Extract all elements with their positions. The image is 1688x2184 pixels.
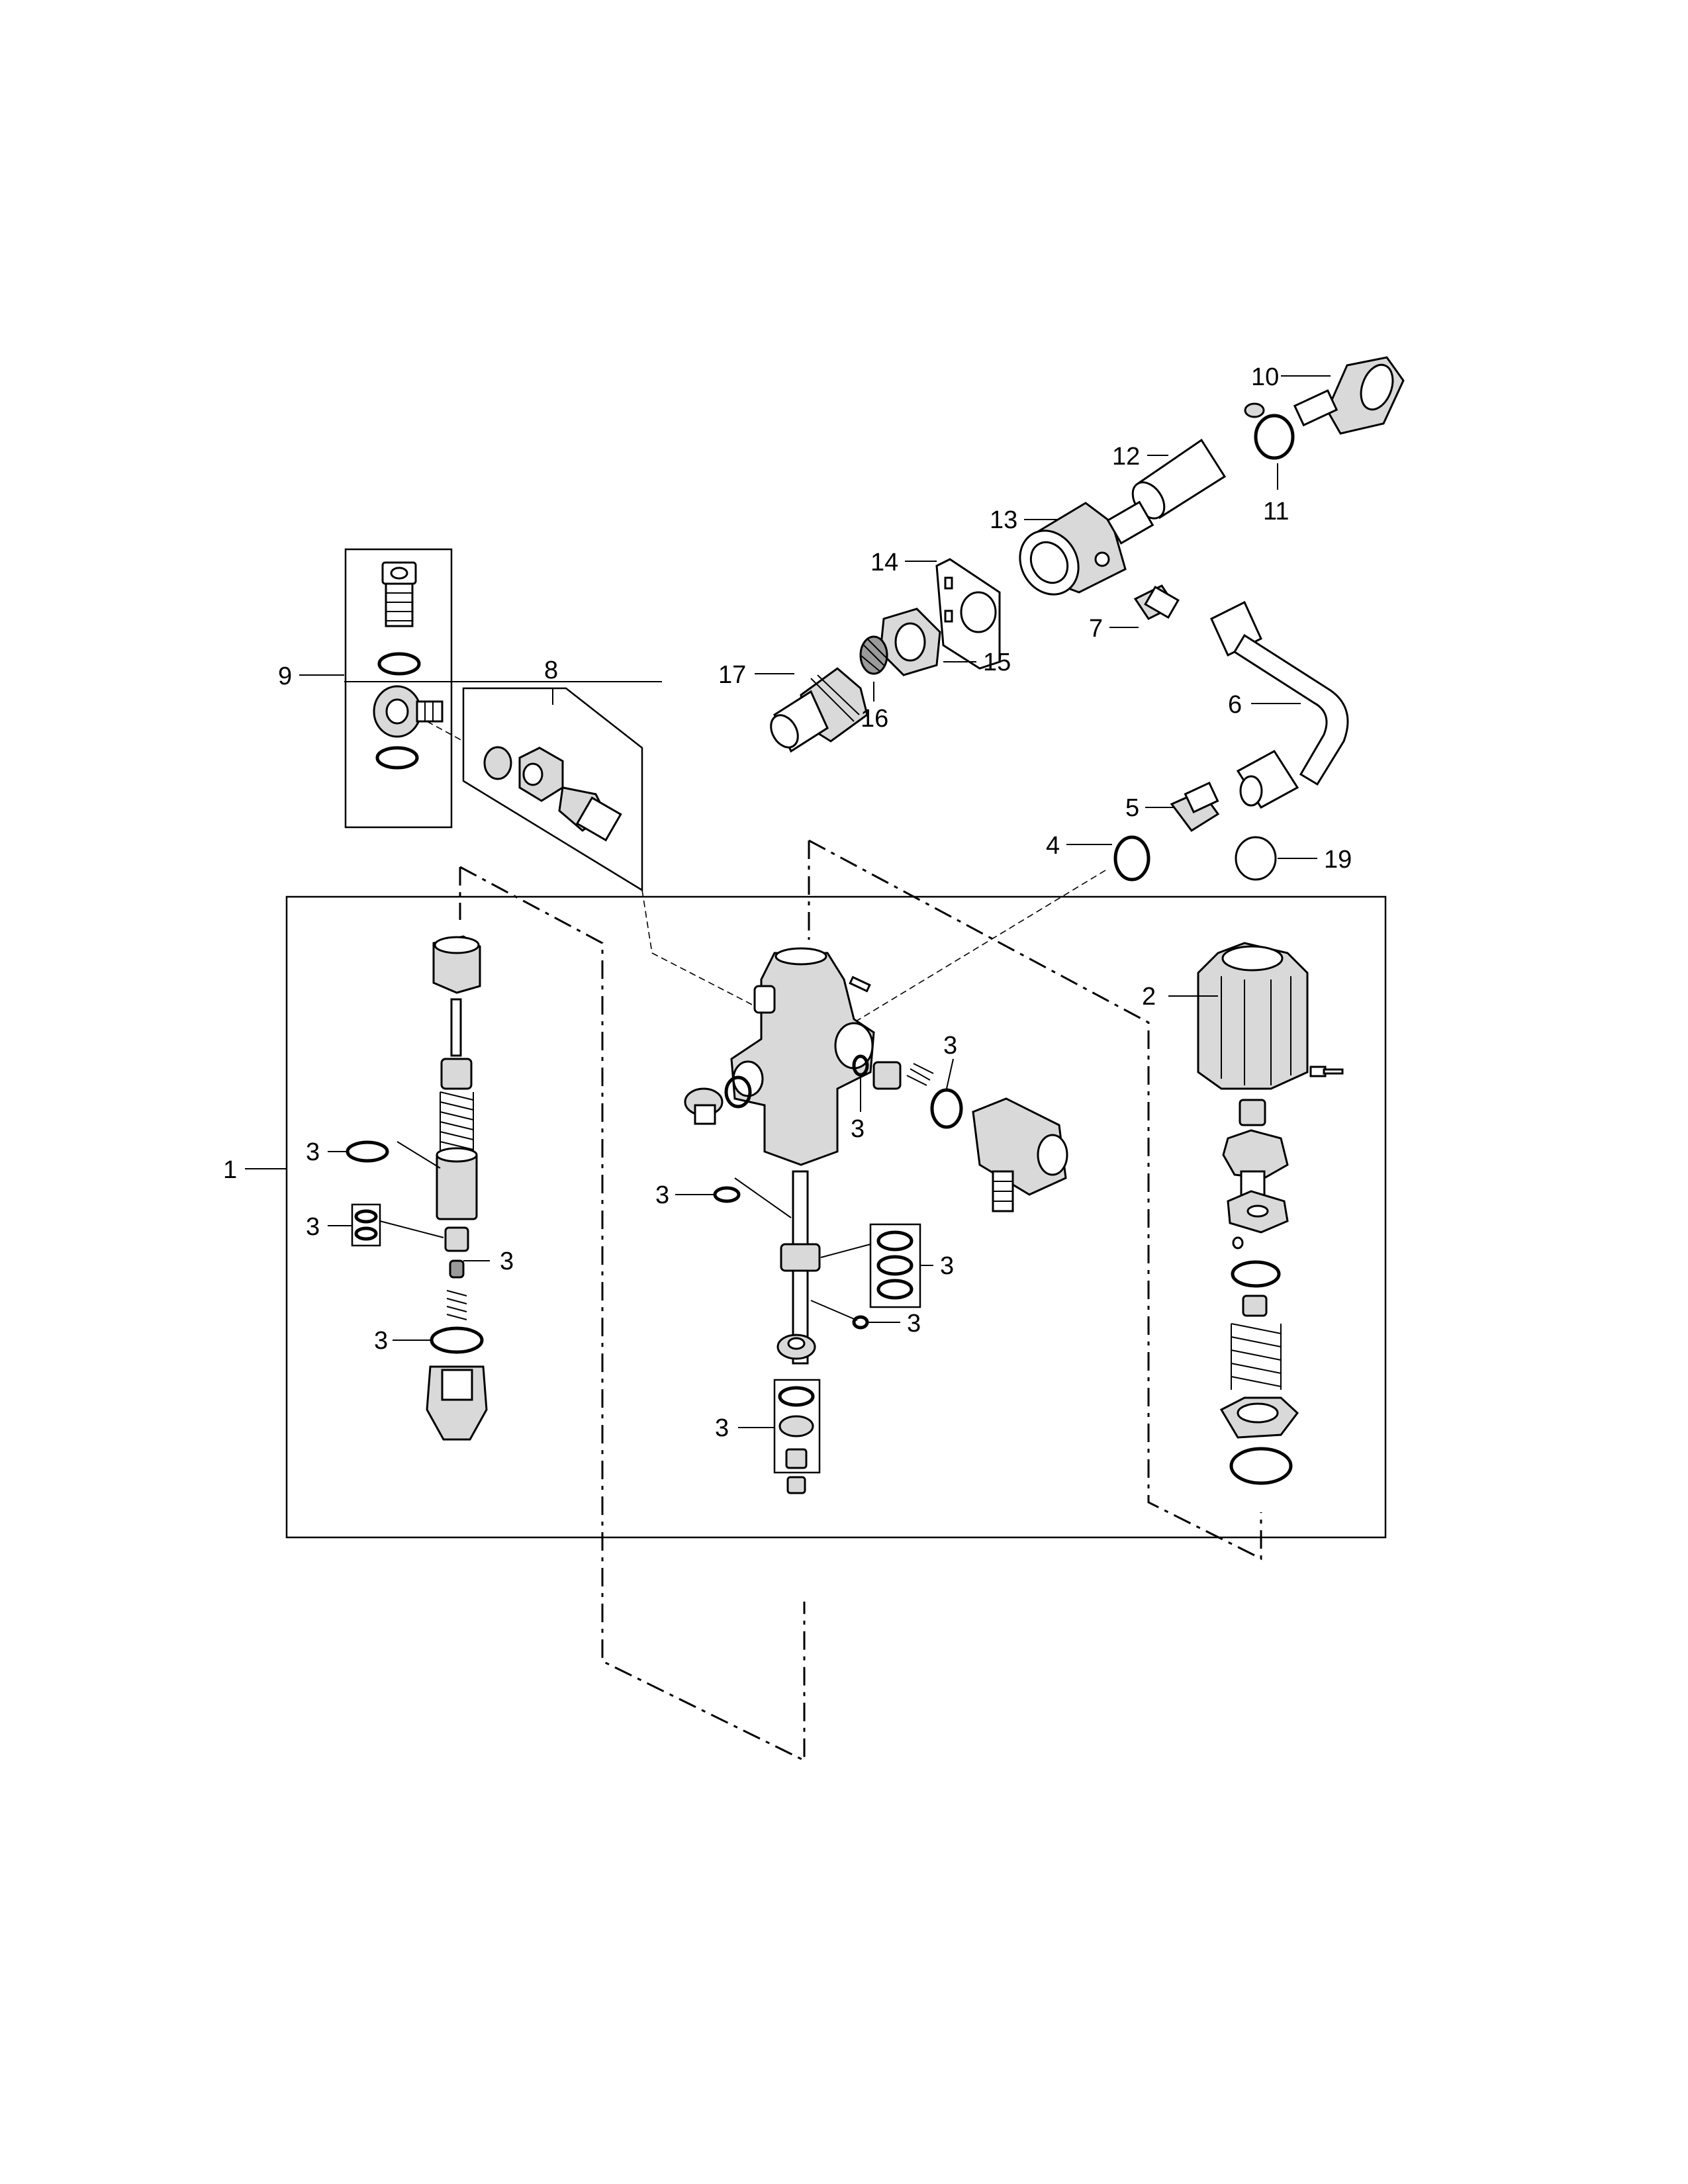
o-ring-center-e [852,1315,869,1330]
inlet-body-13 [1019,500,1154,596]
callout-3-center-d: 3 [940,1252,954,1280]
adjusting-nut-right [1222,1129,1289,1199]
group-box-8 [462,687,643,892]
valve-housing-left [426,1365,488,1441]
callout-5: 5 [1125,794,1139,822]
o-ring-left-1 [346,1140,389,1163]
spring-seat [440,1058,473,1090]
bracket-14 [935,558,1001,670]
leader-lines [245,375,1331,1428]
banjo-fitting [373,685,444,738]
o-ring-left-2a [354,1209,378,1224]
seal-box-center [773,1379,821,1474]
callout-3-left-b: 3 [306,1213,320,1241]
o-ring-center-d1 [876,1230,914,1251]
spring-left-lower [446,1290,467,1320]
hose-clamp-11 [1244,402,1295,460]
callout-11: 11 [1263,498,1289,525]
callout-1: 1 [223,1156,237,1184]
bushing-center-bottom [786,1476,806,1494]
check-valve-center [872,1061,934,1090]
assembly-frame [285,895,1387,1539]
callout-4: 4 [1046,832,1060,860]
screw-knob [1309,1066,1344,1077]
callout-3-center-a: 3 [943,1032,957,1060]
seal-center-f2 [778,1415,814,1437]
washer-9a [377,652,421,676]
seal-ring-right [1229,1447,1293,1485]
connector-line-9 [426,721,464,742]
pin-center [849,976,871,993]
seal-center-f3 [785,1448,808,1469]
o-ring-left-2b [354,1226,378,1241]
connector-line-8 [641,889,755,1007]
valve-insert [449,1259,465,1279]
nut-8 [518,747,564,802]
union-fitting-8 [558,786,622,842]
nut-right-small [1239,1099,1266,1126]
washer-9b [375,746,419,770]
callout-3-center-b: 3 [851,1115,865,1143]
hex-nut-right-large [1219,1396,1299,1439]
pin-right [1232,1236,1244,1250]
callout-12: 12 [1112,443,1140,471]
group-box-9 [344,548,453,829]
outlet-fitting [972,1097,1068,1212]
washer-right [1242,1295,1268,1317]
plug-screw [684,1087,724,1125]
callout-13: 13 [990,506,1017,534]
o-ring-center-a [852,1054,869,1077]
o-ring-center-d2 [876,1255,914,1276]
nut-15 [879,608,941,676]
valve-piston [444,1226,469,1252]
callout-10: 10 [1251,363,1279,391]
callout-7: 7 [1089,615,1103,643]
o-ring-center-c [713,1186,741,1203]
callout-14: 14 [870,549,898,576]
o-ring-left-3 [430,1326,484,1354]
callout-17: 17 [718,661,746,689]
ferrule [483,746,512,780]
seal-center-left [724,1075,752,1109]
callout-6: 6 [1228,691,1242,719]
callout-16: 16 [861,705,888,733]
hose-connector-10 [1293,356,1405,435]
callout-3-left-d: 3 [374,1327,388,1355]
hose-coupling-17 [770,667,868,753]
cap-19 [1235,836,1277,881]
callout-3-left-c: 3 [500,1248,514,1275]
dash-outline-left [459,866,806,1762]
callout-3-center-c: 3 [655,1181,669,1209]
callout-2: 2 [1142,983,1156,1011]
piston-rod [780,1170,821,1365]
lock-nut-right [1227,1190,1289,1234]
callout-3-center-f: 3 [715,1414,729,1442]
dash-outline-center [808,839,1262,1561]
spring-right [1231,1323,1282,1390]
washer-4 [1113,835,1150,882]
o-ring-right-1 [1231,1260,1281,1288]
control-knob-2 [1197,942,1309,1090]
callout-3-center-e: 3 [907,1310,921,1338]
callout-3-left-a: 3 [306,1138,320,1166]
nipple-5 [1170,781,1220,833]
seal-holder-center [776,1334,816,1360]
seal-center-f1 [778,1386,815,1407]
pipe-6 [1210,600,1349,809]
spring-left-upper [440,1091,474,1152]
filter-16 [859,635,888,675]
callout-19: 19 [1324,846,1352,874]
callout-8: 8 [544,657,558,684]
o-ring-center-d3 [876,1279,914,1300]
valve-pin [450,998,462,1057]
valve-sleeve [436,1147,478,1220]
valve-cap [432,935,481,994]
connector-line-4 [853,870,1106,1023]
callout-15: 15 [983,649,1011,676]
callout-9: 9 [278,662,292,690]
o-ring-center-b [930,1088,963,1129]
nipple-7 [1133,584,1180,620]
banjo-bolt [381,561,417,627]
